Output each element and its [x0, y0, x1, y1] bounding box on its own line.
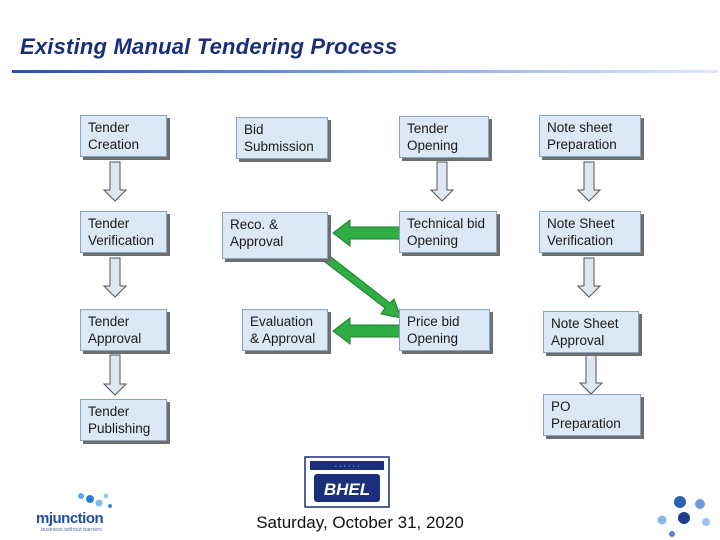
node-tender-verification: Tender Verification	[80, 211, 167, 253]
node-evaluation-approval: Evaluation & Approval	[242, 309, 328, 351]
bhel-logo: · · · · · · BHEL	[304, 456, 390, 508]
node-note-sheet-verification: Note Sheet Verification	[539, 211, 641, 253]
arrow-notesheetapproval-to-po	[578, 354, 604, 395]
arrow-approval-to-publishing	[102, 354, 128, 396]
node-tender-creation: Tender Creation	[80, 115, 167, 157]
mjunction-logo: mjunction business without barriers	[36, 490, 120, 534]
bhel-wordmark: BHEL	[324, 480, 370, 499]
mjunction-wordmark: mjunction	[36, 510, 104, 527]
node-tender-approval: Tender Approval	[80, 309, 167, 351]
mjunction-tagline: business without barriers	[41, 527, 102, 533]
title-underline	[12, 70, 718, 73]
decorative-dots-icon	[657, 496, 710, 537]
arrow-notesheetprep-to-verification	[576, 161, 602, 202]
footer-date: Saturday, October 31, 2020	[256, 513, 464, 532]
node-technical-bid-opening: Technical bid Opening	[399, 211, 497, 253]
mjunction-dots-icon	[78, 493, 112, 508]
node-po-preparation: PO Preparation	[543, 394, 641, 436]
node-price-bid-opening: Price bid Opening	[399, 309, 490, 351]
arrow-notesheetverif-to-approval	[576, 257, 602, 298]
node-note-sheet-preparation: Note sheet Preparation	[539, 115, 641, 157]
arrow-verification-to-approval	[102, 257, 128, 298]
arrow-creation-to-verification	[102, 161, 128, 202]
arrow-technical-to-reco	[332, 218, 401, 248]
arrow-reco-to-pricebid	[324, 256, 402, 319]
page-title: Existing Manual Tendering Process	[20, 34, 398, 59]
arrow-pricebid-to-evaluation	[332, 316, 401, 346]
node-reco-approval: Reco. & Approval	[222, 212, 328, 259]
node-tender-publishing: Tender Publishing	[80, 399, 167, 441]
svg-text:· · · · · ·: · · · · · ·	[335, 463, 359, 471]
arrow-tenderopening-to-technical	[429, 161, 455, 202]
node-bid-submission: Bid Submission	[236, 117, 328, 159]
node-tender-opening: Tender Opening	[399, 116, 489, 158]
node-note-sheet-approval: Note Sheet Approval	[543, 311, 639, 353]
